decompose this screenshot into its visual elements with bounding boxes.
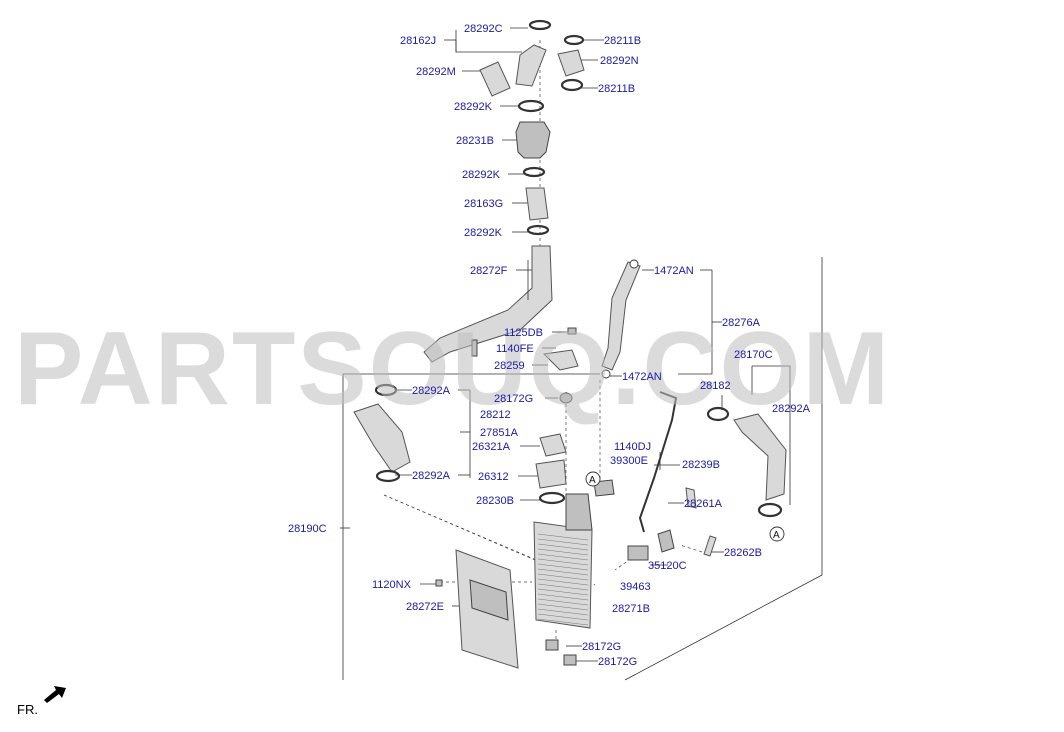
hose-28276A	[601, 259, 641, 379]
cooling-fin	[537, 603, 589, 611]
cooling-fin	[537, 613, 589, 621]
cooling-fin	[537, 593, 589, 601]
label-28231B: 28231B	[456, 135, 494, 147]
intake-pipe-28272F	[423, 245, 553, 363]
label-28163G: 28163G	[464, 198, 503, 210]
bracket-28259	[471, 327, 579, 371]
label-28292C: 28292C	[464, 23, 503, 35]
upper-hose-parts	[479, 19, 585, 236]
label-28172G-1: 28172G	[494, 393, 533, 405]
label-28172G-3: 28172G	[598, 656, 637, 668]
label-28292K-1: 28292K	[454, 101, 493, 113]
label-1140FE: 1140FE	[496, 343, 534, 355]
watermark: PARTSOUQ.COM	[14, 311, 891, 427]
label-28292A-2: 28292A	[772, 403, 811, 415]
label-27851A: 27851A	[480, 427, 519, 439]
hose-28292A-right	[706, 406, 787, 518]
label-28211B-lower: 28211B	[598, 83, 635, 95]
callout-a-left-text: A	[589, 475, 596, 486]
label-28271B: 28271B	[612, 603, 650, 615]
cooling-fin	[537, 588, 589, 596]
label-28190C: 28190C	[288, 523, 327, 535]
label-28292N: 28292N	[600, 55, 639, 67]
small-parts	[435, 392, 717, 666]
label-28272E: 28272E	[406, 601, 444, 613]
label-39300E: 39300E	[610, 455, 648, 467]
label-28230B: 28230B	[476, 495, 514, 507]
cooling-fin	[537, 583, 589, 591]
label-28162J: 28162J	[400, 35, 436, 47]
cooling-fin	[537, 578, 589, 586]
cooling-fin	[537, 608, 589, 616]
cooling-fin	[537, 538, 589, 546]
hose-28292A-left	[353, 383, 411, 483]
callout-a-right: A	[769, 526, 785, 542]
part-labels: 28292C 28162J 28211B 28292N 28292M 28211…	[288, 23, 811, 668]
label-28212: 28212	[480, 409, 511, 421]
frame-lines	[342, 30, 823, 681]
label-28276A: 28276A	[722, 317, 761, 329]
label-28292M: 28292M	[416, 66, 456, 78]
label-28262B: 28262B	[724, 547, 762, 559]
front-arrow-icon	[44, 686, 66, 703]
cooling-fin	[537, 553, 589, 561]
cooling-fin	[537, 598, 589, 606]
intercooler-28271B	[533, 493, 593, 629]
label-28182: 28182	[700, 380, 731, 392]
label-1125DB: 1125DB	[504, 327, 543, 339]
label-28261A: 28261A	[684, 498, 723, 510]
label-1120NX: 1120NX	[372, 579, 412, 591]
label-1472AN-top: 1472AN	[654, 265, 694, 277]
label-28172G-2: 28172G	[582, 641, 621, 653]
cooling-fin	[537, 573, 589, 581]
label-28292K-2: 28292K	[462, 169, 501, 181]
label-28292A-1: 28292A	[412, 385, 451, 397]
label-1140DJ: 1140DJ	[614, 441, 651, 453]
cooling-fin	[537, 558, 589, 566]
label-28170C: 28170C	[734, 349, 773, 361]
label-28272F: 28272F	[470, 265, 508, 277]
cooling-fin	[537, 548, 589, 556]
label-26321A: 26321A	[472, 441, 511, 453]
label-28259: 28259	[494, 360, 525, 372]
callout-a-left: A	[585, 471, 601, 487]
label-28211B-top: 28211B	[604, 35, 641, 47]
air-guide-28272E	[455, 549, 519, 669]
front-indicator: FR.	[17, 686, 66, 717]
cooling-fin	[537, 543, 589, 551]
label-26312: 26312	[478, 471, 509, 483]
callout-a-right-text: A	[773, 530, 780, 541]
front-label: FR.	[17, 702, 38, 717]
cooling-fin	[537, 568, 589, 576]
label-28292A-3: 28292A	[412, 470, 451, 482]
leader-lines	[340, 27, 724, 662]
cooling-fin	[537, 533, 589, 541]
label-28239B: 28239B	[682, 459, 720, 471]
pipe-28239B	[638, 391, 678, 533]
cooling-fin	[537, 563, 589, 571]
cooling-fin	[537, 618, 589, 626]
label-1472AN-lower: 1472AN	[622, 371, 662, 383]
label-39463: 39463	[620, 581, 651, 593]
label-28292K-3: 28292K	[464, 227, 503, 239]
label-35120C: 35120C	[648, 560, 687, 572]
